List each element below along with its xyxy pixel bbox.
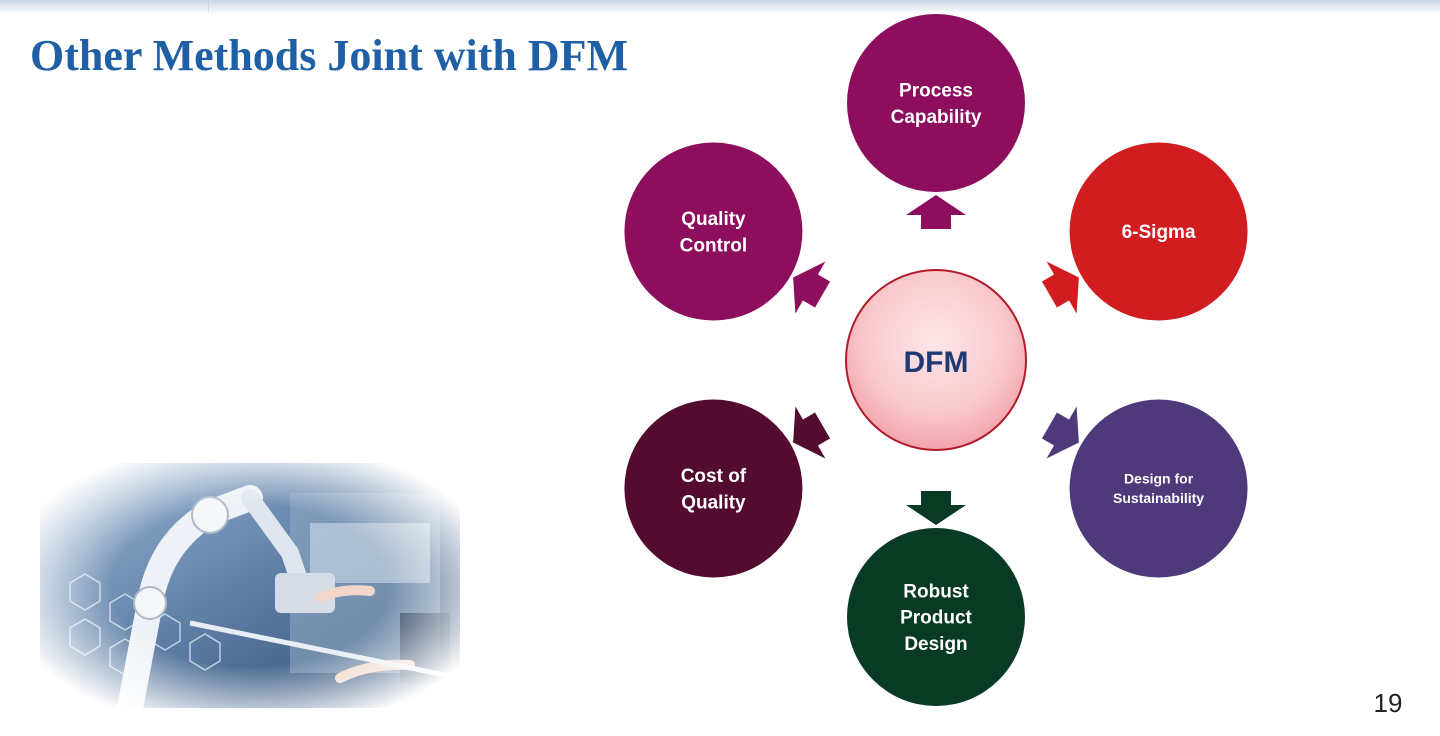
node-6-sigma: 6-Sigma (1069, 142, 1248, 321)
page-number: 19 (1373, 688, 1403, 718)
header-logo (18, 0, 209, 12)
center-node-label: DFM (904, 346, 969, 379)
node-label-cost-of-quality: Cost of (681, 466, 747, 487)
node-label-quality-control: Control (680, 235, 748, 256)
node-circle-6-sigma (1069, 142, 1248, 321)
arrow-design-for-sustainability (1041, 406, 1079, 459)
arrow-process-capability (906, 195, 966, 229)
connector-arrows (793, 195, 1079, 525)
node-label-robust-product-design: Robust (903, 581, 969, 602)
node-label-robust-product-design: Product (900, 608, 972, 629)
node-label-design-for-sustainability: Sustainability (1113, 490, 1204, 506)
arrow-robust-product-design (906, 491, 966, 525)
header-band (0, 0, 1440, 14)
node-label-process-capability: Capability (891, 107, 982, 128)
node-circle-quality-control (624, 142, 803, 321)
node-label-robust-product-design: Design (904, 634, 967, 655)
center-node-circle (845, 269, 1027, 451)
slide-title: Other Methods Joint with DFM (30, 31, 629, 80)
node-label-cost-of-quality: Quality (681, 492, 746, 513)
arrow-6-sigma (1041, 261, 1079, 314)
node-circle-robust-product-design (847, 528, 1025, 706)
node-label-design-for-sustainability: Design for (1124, 471, 1194, 487)
arrow-cost-of-quality (793, 406, 831, 459)
arrow-quality-control (793, 261, 831, 314)
node-label-6-sigma: 6-Sigma (1122, 222, 1196, 243)
node-circle-process-capability (847, 14, 1025, 192)
node-cost-of-quality: Cost of Quality (624, 399, 803, 578)
node-label-process-capability: Process (899, 81, 973, 102)
node-circle-design-for-sustainability (1069, 399, 1248, 578)
robot-arm-photo (40, 463, 460, 708)
center-node: DFM (845, 269, 1027, 451)
node-circle-cost-of-quality (624, 399, 803, 578)
node-label-quality-control: Quality (681, 209, 746, 230)
